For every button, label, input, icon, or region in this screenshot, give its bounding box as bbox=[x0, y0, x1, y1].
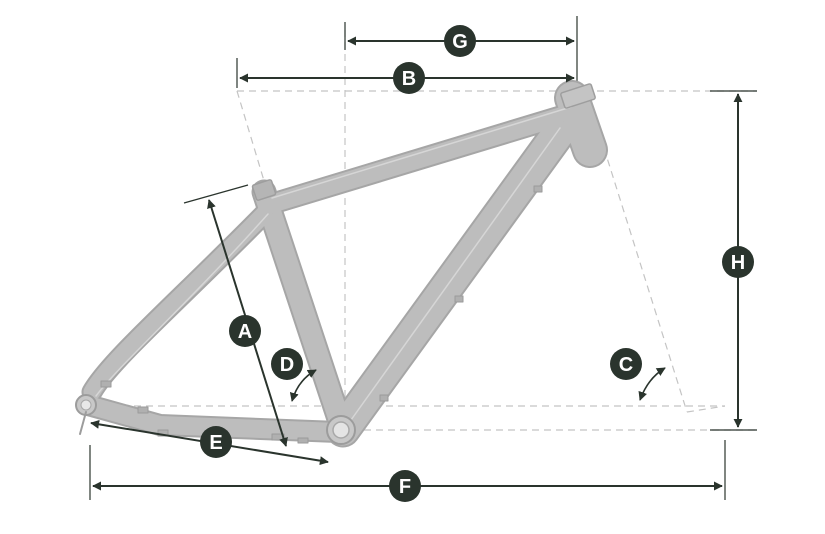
badge-d-label: D bbox=[280, 354, 294, 376]
guide-stack-bottom bbox=[686, 405, 726, 413]
seat-tube-top bbox=[251, 179, 277, 201]
badge-f: F bbox=[389, 470, 421, 502]
label-badges: G B H A D C E F bbox=[200, 25, 754, 502]
dimension-d-arc-arrow bbox=[289, 369, 317, 402]
badge-c: C bbox=[610, 348, 642, 380]
badge-a: A bbox=[229, 315, 261, 347]
guide-lines bbox=[86, 30, 757, 431]
head-tube bbox=[556, 82, 606, 166]
badge-d: D bbox=[271, 348, 303, 380]
dimension-c-arc-arrow bbox=[638, 367, 666, 401]
badge-h-label: H bbox=[731, 252, 745, 274]
badge-f-label: F bbox=[399, 476, 411, 498]
badge-c-label: C bbox=[619, 354, 633, 376]
badge-a-label: A bbox=[238, 321, 252, 343]
badge-h: H bbox=[722, 246, 754, 278]
guide-head-angle-extension bbox=[585, 90, 688, 413]
badge-b: B bbox=[393, 62, 425, 94]
top-tube bbox=[259, 103, 584, 214]
extension-ticks bbox=[89, 16, 757, 500]
badge-e: E bbox=[200, 426, 232, 458]
head-tube-cap bbox=[560, 83, 596, 109]
badge-b-label: B bbox=[402, 68, 416, 90]
seatstay bbox=[83, 199, 279, 401]
badge-g-label: G bbox=[452, 31, 468, 53]
bike-frame bbox=[75, 80, 608, 448]
seat-tube bbox=[253, 181, 353, 439]
badge-e-label: E bbox=[209, 432, 222, 454]
badge-g: G bbox=[444, 25, 476, 57]
